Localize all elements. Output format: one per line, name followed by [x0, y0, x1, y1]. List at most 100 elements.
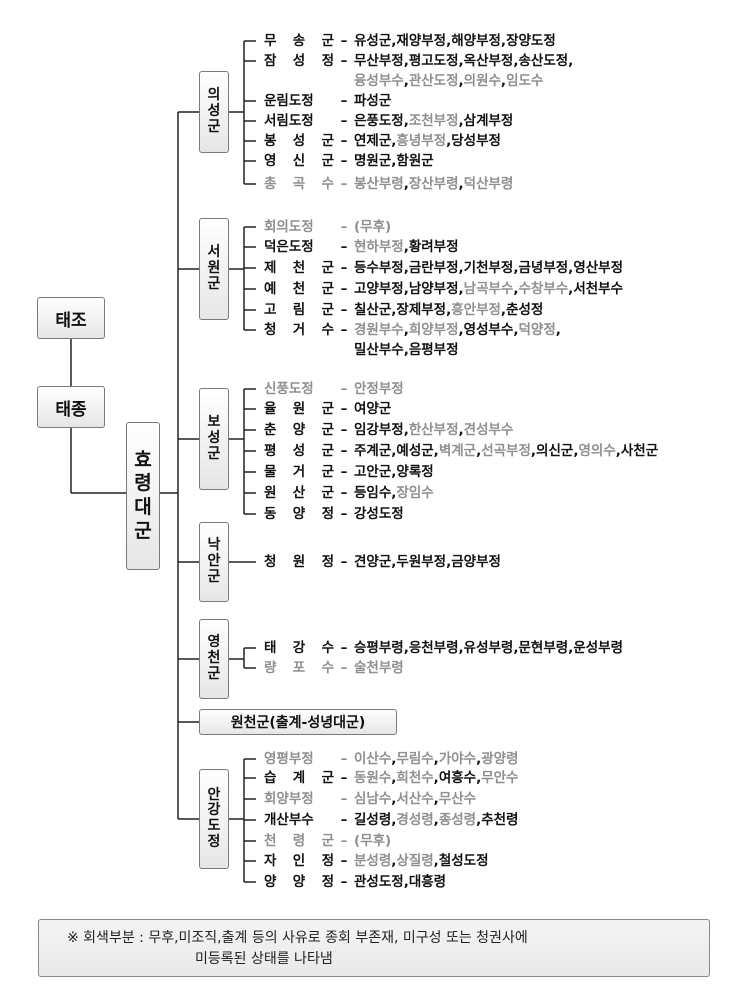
descendant-name: 벽계군	[438, 443, 477, 459]
descendant-name: 동원수	[354, 770, 392, 786]
member-dash: –	[340, 53, 348, 69]
member-name: 고 림 군	[264, 302, 334, 318]
separator: ,	[403, 53, 409, 69]
separator: ,	[433, 751, 439, 767]
lineage-char: 정	[207, 833, 221, 850]
legend-note: ※ 회색부분 : 무후,미조직,출계 등의 사유로 종회 부존재, 미구성 또는…	[38, 919, 710, 977]
member-dash: –	[340, 260, 348, 276]
member-name: 양 양 정	[264, 874, 334, 890]
descendant-name: 흥녕부정	[396, 133, 447, 149]
member-dash: –	[340, 791, 348, 807]
descendant-name: 운성부령	[573, 640, 623, 656]
descendant-name: 상질령	[396, 853, 434, 869]
member-row: 물 거 군–고안군,양록정	[264, 463, 434, 481]
descendant-name: 평고도정	[408, 53, 459, 69]
descendant-name: 옥산부정	[463, 53, 514, 69]
descendant-name: 무산부정	[354, 53, 404, 69]
descendant-name: 관성도정	[354, 874, 404, 890]
member-dash: –	[340, 770, 348, 786]
member-name: 예 천 군	[264, 281, 334, 297]
lineage-char: 도	[207, 818, 221, 834]
member-dash: –	[340, 554, 348, 570]
member-name: 태 강 수	[264, 640, 334, 656]
prince-char: 대	[134, 496, 152, 518]
member-row: 봉 성 군–연제군,흥녕부정,당성부정	[264, 132, 501, 150]
descendant-name: 희양부정	[408, 322, 459, 338]
lineage-char: 강	[207, 802, 221, 819]
member-name: 무 송 군	[264, 33, 334, 49]
separator: ,	[403, 113, 409, 129]
separator: ,	[458, 73, 464, 89]
descendant-name: 임도수	[506, 73, 544, 89]
member-row: 운림도정–파성군	[264, 92, 391, 110]
descendant-name: 서산수	[396, 791, 434, 807]
descendant-name: 기천부정	[463, 260, 514, 276]
separator: ,	[615, 443, 621, 459]
member-dash: –	[340, 464, 348, 480]
separator: ,	[391, 812, 397, 828]
descendant-name: 여흥수	[438, 770, 477, 786]
member-dash: –	[340, 833, 348, 849]
lineage-box-6: 원천군(출계-성녕대군)	[199, 709, 397, 735]
descendant-name: 명원군	[354, 153, 392, 169]
descendant-name: 문현부령	[518, 640, 569, 656]
member-row: 청 원 정–견양군,두원부정,금양부정	[264, 553, 501, 571]
member-dash: –	[340, 853, 348, 869]
member-row: 양 양 정–관성도정,대흥령	[264, 873, 446, 891]
member-dash: –	[340, 33, 348, 49]
member-row: 율 원 군–여양군	[264, 400, 391, 418]
separator: ,	[391, 853, 397, 869]
separator: ,	[403, 342, 409, 358]
member-dash: –	[340, 506, 348, 522]
member-dash: –	[340, 281, 348, 297]
lineage-char: 성	[207, 430, 221, 447]
separator: ,	[476, 751, 482, 767]
separator: ,	[500, 73, 507, 89]
descendant-name: 재양부정	[396, 33, 447, 49]
descendant-name: 양록정	[396, 464, 434, 480]
member-dash: –	[340, 133, 348, 149]
descendant-name: 유성부령	[463, 640, 514, 656]
descendant-name: 종성령	[438, 812, 477, 828]
separator: ,	[458, 640, 464, 656]
lineage-char: 원	[207, 260, 221, 277]
lineage-char: 천	[207, 650, 221, 667]
member-row: 덕은도정–현하부정,황려부정	[264, 238, 459, 256]
member-name: 봉 성 군	[264, 133, 334, 149]
separator: ,	[513, 53, 519, 69]
separator: ,	[391, 554, 397, 570]
descendant-name: 무산수	[438, 791, 477, 807]
separator: ,	[513, 260, 519, 276]
descendant-name: 장임수	[396, 485, 434, 501]
member-dash: –	[340, 640, 348, 656]
member-name: 제 천 군	[264, 260, 334, 276]
separator: ,	[573, 443, 579, 459]
separator: ,	[476, 443, 482, 459]
descendant-name: 선곡부정	[481, 443, 531, 459]
separator: ,	[500, 33, 507, 49]
separator: ,	[403, 640, 409, 656]
descendant-name: 음평부정	[408, 342, 459, 358]
separator: ,	[391, 153, 397, 169]
descendant-name: 임강부정	[354, 422, 404, 438]
descendant-name: 현하부정	[354, 239, 404, 255]
separator: ,	[403, 239, 409, 255]
lineage-char: 군	[207, 118, 221, 135]
descendant-name: 안정부정	[354, 381, 404, 397]
member-name: 청 거 수	[264, 322, 334, 338]
member-dash: –	[340, 219, 348, 235]
descendant-name: 봉산부령	[354, 176, 404, 192]
descendant-name: 의신군	[536, 443, 574, 459]
member-name: 춘 양 군	[264, 422, 334, 438]
separator: ,	[568, 53, 574, 69]
member-row: 예 천 군–고양부정,남양부정,남곡부수,수창부수,서천부수	[264, 280, 623, 298]
member-dash: –	[340, 322, 348, 338]
member-name: 서림도정	[264, 113, 314, 129]
member-name: 회양부정	[264, 791, 314, 807]
member-row: 영평부정–이산수,무림수,가야수,광양령	[264, 750, 518, 768]
member-name: 습 계 군	[264, 770, 334, 786]
